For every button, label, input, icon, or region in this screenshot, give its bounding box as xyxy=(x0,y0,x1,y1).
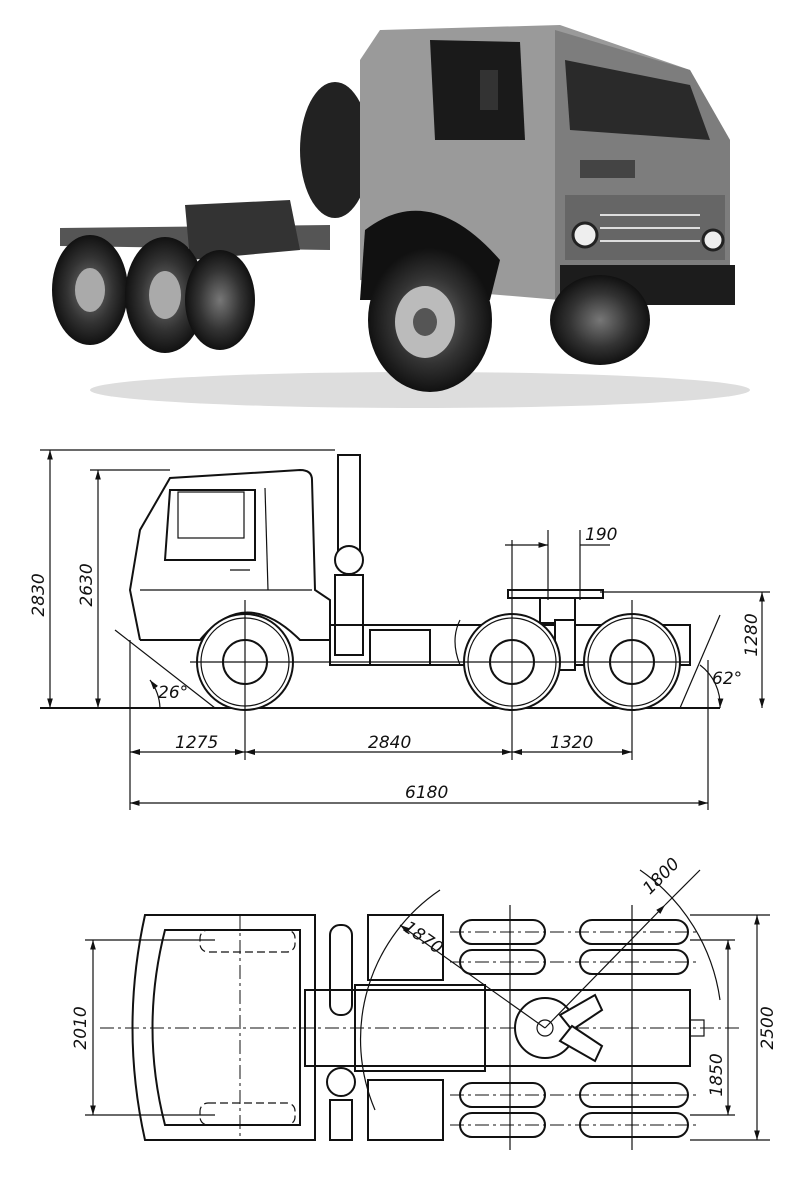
fifth-wheel-offset-label: 190 xyxy=(585,525,617,545)
truck-photo xyxy=(52,25,750,408)
rear-track-label: 1850 xyxy=(707,1053,727,1096)
cab-side-window xyxy=(430,40,525,140)
approach-angle-label: 26° xyxy=(158,683,188,703)
rear-axle-spacing-label: 1320 xyxy=(550,733,593,753)
fifth-wheel-height-label: 1280 xyxy=(742,613,762,656)
mirror xyxy=(480,70,498,110)
departure-angle-label: 62° xyxy=(712,669,742,689)
rear-tires xyxy=(450,905,700,1150)
overall-height-label: 2830 xyxy=(29,573,49,616)
side-view-drawing: 2830 2630 190 1280 26° 62° 1275 2840 132… xyxy=(29,449,770,810)
windshield xyxy=(565,60,710,140)
overall-length-label: 6180 xyxy=(405,783,448,803)
front-overhang-label: 1275 xyxy=(175,733,218,753)
headlight-icon xyxy=(701,228,725,252)
cab-height-label: 2630 xyxy=(77,563,97,606)
wheelbase-label: 2840 xyxy=(368,733,411,753)
headlight-icon xyxy=(571,221,599,249)
top-view-drawing: 1800 1870 2010 2500 1850 xyxy=(71,854,778,1150)
front-track-label: 2010 xyxy=(71,1006,91,1049)
overall-width-label: 2500 xyxy=(758,1006,778,1049)
